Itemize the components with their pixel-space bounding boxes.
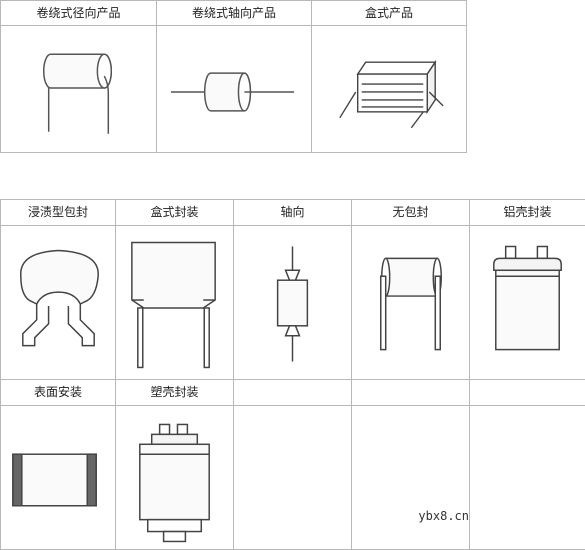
header-smd: 表面安装 [1, 380, 116, 406]
cell-box-packaged [116, 226, 234, 380]
top-table: 卷绕式径向产品 卷绕式轴向产品 盒式产品 [0, 0, 467, 153]
radial-wound-capacitor-image [42, 52, 113, 134]
cell-aluminum-case [470, 226, 585, 380]
header-box-product: 盒式产品 [312, 1, 467, 26]
header-aluminum-case: 铝壳封装 [470, 200, 585, 226]
cell-dipped [1, 226, 116, 380]
aluminum-case-capacitor-image [493, 245, 562, 350]
cell-plastic-case [116, 406, 234, 550]
smd-capacitor-image [12, 452, 97, 506]
cell-axial-wound [157, 26, 312, 153]
cell-axial [234, 226, 352, 380]
header-radial-wound: 卷绕式径向产品 [1, 1, 157, 26]
cell-smd [1, 406, 116, 550]
axial-wound-capacitor-image [170, 71, 295, 112]
watermark: ybx8.cn [418, 509, 469, 523]
header-axial-wound: 卷绕式轴向产品 [157, 1, 312, 26]
cell-radial-wound [1, 26, 157, 153]
box-packaged-capacitor-image [131, 241, 216, 368]
cell-empty-1 [234, 406, 352, 550]
cell-unencapsulated [352, 226, 470, 380]
cell-empty-2 [352, 406, 470, 550]
header-empty-3 [470, 380, 585, 406]
cell-box-product [312, 26, 467, 153]
plastic-case-capacitor-image [139, 423, 210, 542]
header-dipped: 浸渍型包封 [1, 200, 116, 226]
cell-empty-3 [470, 406, 585, 550]
axial-capacitor-image [276, 245, 309, 361]
box-capacitor-image [339, 59, 444, 128]
header-empty-1 [234, 380, 352, 406]
dipped-capacitor-image [20, 249, 99, 346]
header-unencapsulated: 无包封 [352, 200, 470, 226]
header-axial: 轴向 [234, 200, 352, 226]
header-plastic-case: 塑壳封装 [116, 380, 234, 406]
bottom-table: 浸渍型包封 盒式封装 轴向 无包封 铝壳封装 [0, 199, 585, 550]
header-empty-2 [352, 380, 470, 406]
unencapsulated-capacitor-image [380, 257, 442, 350]
header-box-packaged: 盒式封装 [116, 200, 234, 226]
